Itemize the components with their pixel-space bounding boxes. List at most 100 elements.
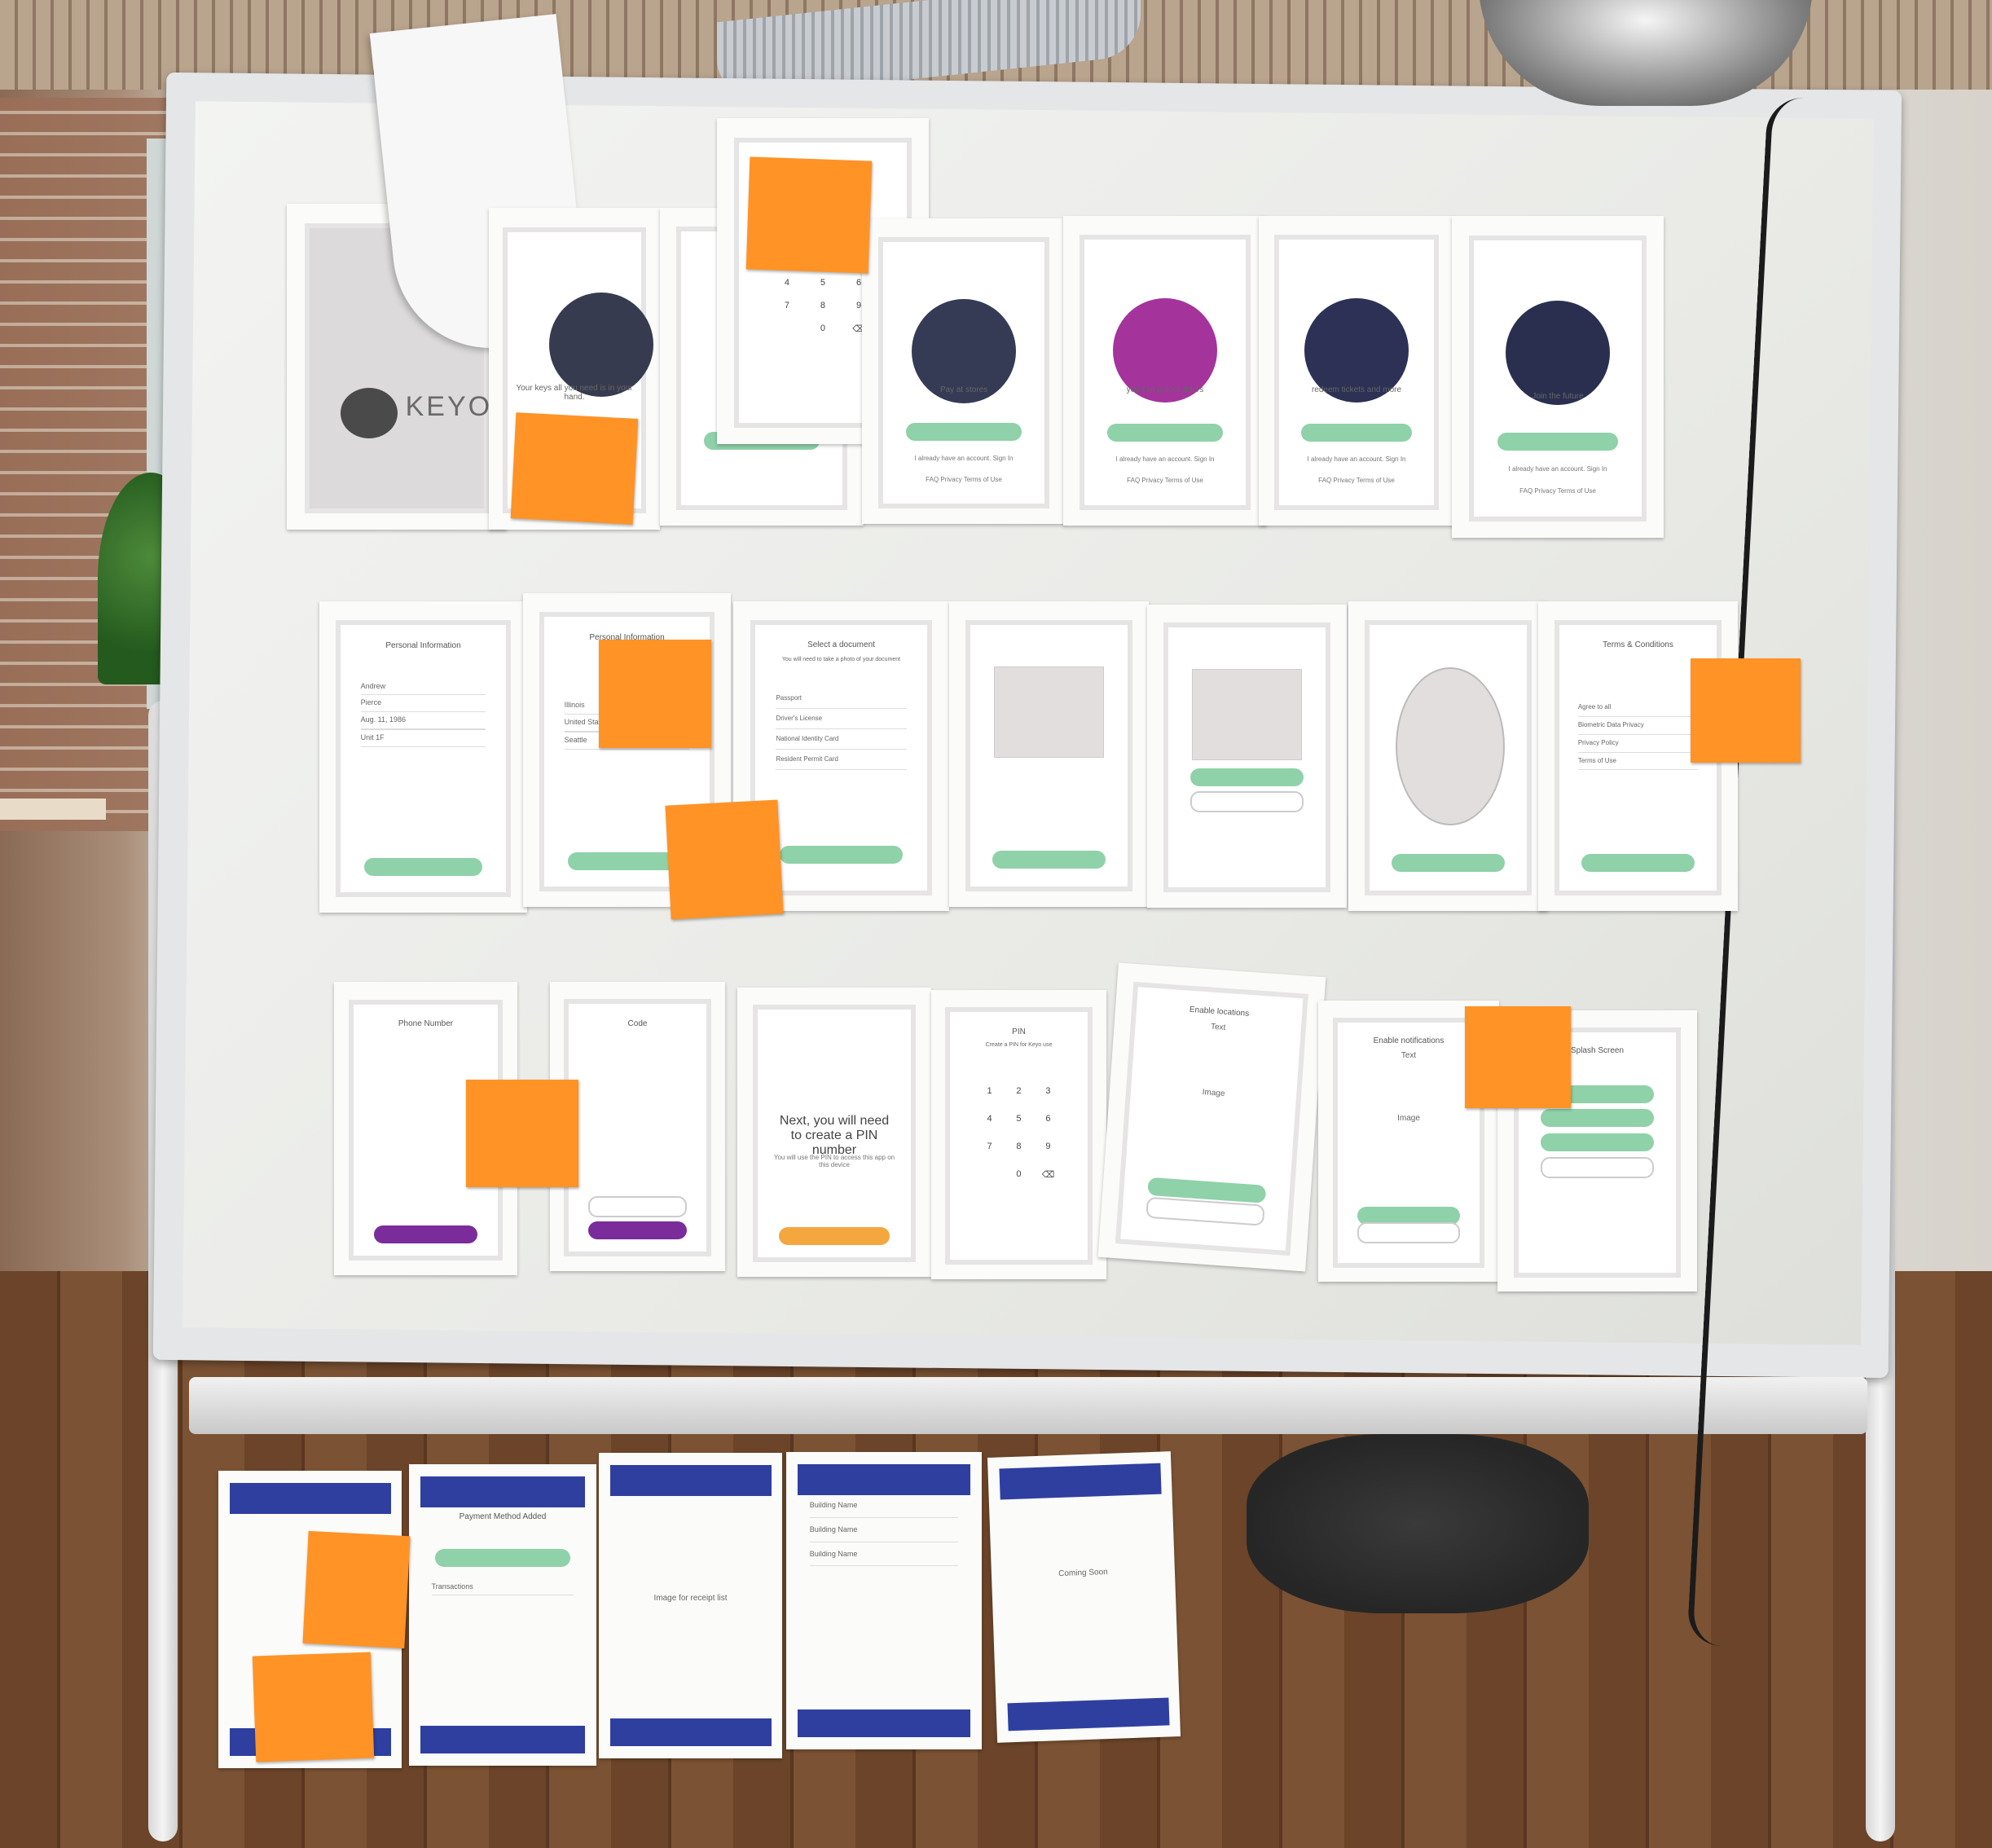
key-1[interactable]: 1 <box>987 1086 992 1097</box>
sign-up-button[interactable] <box>905 423 1022 442</box>
retake-button[interactable] <box>1189 791 1304 813</box>
accept-button[interactable] <box>1581 854 1695 873</box>
document-options[interactable]: Passport Driver's License National Ident… <box>776 689 907 771</box>
enable-button[interactable] <box>1357 1206 1460 1225</box>
terms-items[interactable]: Agree to all Biometric Data Privacy Priv… <box>1577 699 1699 771</box>
app-tab-bar[interactable] <box>1006 1697 1170 1731</box>
key-8[interactable]: 8 <box>1016 1142 1022 1152</box>
key-0[interactable]: 0 <box>1016 1169 1022 1180</box>
desk <box>0 799 106 820</box>
footer-links[interactable]: FAQ Privacy Terms of Use <box>1519 487 1596 495</box>
select-document-title: Select a document <box>807 640 875 650</box>
building-item[interactable]: Building Name <box>809 1542 959 1567</box>
terms-of-use-link[interactable]: Terms of Use <box>1577 753 1699 771</box>
pin-keypad[interactable]: 1 2 3 4 5 6 7 8 9 0 ⌫ <box>975 1086 1063 1180</box>
document-photo-preview <box>1191 669 1303 761</box>
personal-info-fields[interactable]: Andrew Pierce Aug. 11, 1986 Unit 1F <box>360 679 486 747</box>
walkthrough-caption: Join the future <box>1532 392 1584 402</box>
city-field[interactable]: Seattle <box>564 733 690 750</box>
payment-added-title: Payment Method Added <box>459 1512 547 1522</box>
sign-up-button[interactable] <box>1497 432 1619 451</box>
key-7[interactable]: 7 <box>987 1142 992 1152</box>
app-tab-bar[interactable] <box>798 1709 970 1738</box>
footer-links[interactable]: FAQ Privacy Terms of Use <box>1318 476 1395 484</box>
office-chair <box>1247 1434 1589 1613</box>
building-item[interactable]: Building Name <box>809 1494 959 1518</box>
transactions-section: Transactions <box>431 1579 574 1596</box>
app-header <box>798 1463 970 1495</box>
sign-in-link[interactable]: I already have an account. Sign In <box>1307 455 1406 463</box>
sticky-note <box>466 1080 578 1187</box>
verify-button[interactable] <box>587 1221 688 1240</box>
sign-up-button[interactable] <box>1300 423 1413 442</box>
last-name-field[interactable]: Pierce <box>360 695 486 713</box>
key-4[interactable]: 4 <box>987 1114 992 1124</box>
first-name-field[interactable]: Andrew <box>360 679 486 696</box>
key-2[interactable]: 2 <box>1016 1086 1022 1097</box>
splash-option-3[interactable] <box>1540 1133 1655 1151</box>
next-button[interactable] <box>363 858 483 877</box>
sign-in-link[interactable]: I already have an account. Sign In <box>1508 464 1607 473</box>
transactions-label: Transactions <box>431 1579 574 1596</box>
footer-links[interactable]: FAQ Privacy Terms of Use <box>926 475 1002 483</box>
app-tab-bar[interactable] <box>609 1718 772 1746</box>
agree-all-checkbox[interactable]: Agree to all <box>1577 699 1699 717</box>
key-9[interactable]: 9 <box>855 300 862 310</box>
enable-locations-text: Text <box>1210 1022 1226 1032</box>
key-5[interactable]: 5 <box>1016 1114 1022 1124</box>
national-id-option[interactable]: National Identity Card <box>776 729 907 750</box>
sticky-note <box>1691 658 1801 763</box>
sticky-note <box>745 156 873 274</box>
screen-create-pin-intro: Next, you will need to create a PIN numb… <box>737 988 931 1277</box>
continue-button[interactable] <box>1189 768 1304 786</box>
backspace-icon[interactable]: ⌫ <box>1041 1170 1055 1181</box>
splash-option-4[interactable] <box>1540 1157 1655 1179</box>
splash-title: Splash Screen <box>1570 1046 1625 1056</box>
key-9[interactable]: 9 <box>1045 1142 1051 1152</box>
screen-enable-locations: Enable locations Text Image <box>1097 962 1326 1272</box>
send-code-button[interactable] <box>373 1225 478 1243</box>
next-button[interactable] <box>567 851 687 870</box>
biometric-privacy-link[interactable]: Biometric Data Privacy <box>1577 717 1699 735</box>
tickets-illustration <box>1304 297 1409 403</box>
sign-in-link[interactable]: I already have an account. Sign In <box>914 454 1014 462</box>
key-7[interactable]: 7 <box>784 300 790 310</box>
sign-in-link[interactable]: I already have an account. Sign In <box>1115 455 1215 463</box>
door-illustration <box>1113 297 1217 403</box>
sticky-note <box>665 799 784 920</box>
key-6[interactable]: 6 <box>855 277 862 288</box>
passport-option[interactable]: Passport <box>776 689 907 710</box>
backspace-icon[interactable]: ⌫ <box>852 323 865 334</box>
address-field[interactable] <box>360 728 486 730</box>
birthdate-field[interactable]: Aug. 11, 1986 <box>360 712 486 729</box>
key-5[interactable]: 5 <box>820 277 826 288</box>
screen-face-capture <box>1348 601 1548 911</box>
sign-up-button[interactable] <box>1106 423 1224 442</box>
resend-code-button[interactable] <box>587 1195 688 1217</box>
walkthrough-caption: Pay at stores <box>939 385 988 395</box>
drivers-license-option[interactable]: Driver's License <box>776 709 907 730</box>
building-item[interactable]: Building Name <box>809 1518 959 1542</box>
resident-permit-option[interactable]: Resident Permit Card <box>776 750 907 771</box>
add-payment-button[interactable] <box>435 1548 570 1567</box>
receipt-list-placeholder: Image for receipt list <box>653 1593 728 1603</box>
key-4[interactable]: 4 <box>784 277 790 288</box>
document-photo-placeholder <box>993 666 1105 758</box>
capture-face-button[interactable] <box>1391 854 1506 873</box>
capture-button[interactable] <box>992 850 1106 869</box>
privacy-policy-link[interactable]: Privacy Policy <box>1577 735 1699 753</box>
key-3[interactable]: 3 <box>1045 1086 1051 1097</box>
unit-field[interactable]: Unit 1F <box>360 730 486 747</box>
key-6[interactable]: 6 <box>1045 1114 1051 1124</box>
building-list[interactable]: Building Name Building Name Building Nam… <box>809 1494 959 1567</box>
do-not-enable-button[interactable] <box>1357 1222 1460 1244</box>
sticky-note <box>302 1530 411 1649</box>
key-8[interactable]: 8 <box>820 300 826 310</box>
splash-option-2[interactable] <box>1540 1109 1655 1128</box>
app-tab-bar[interactable] <box>420 1726 586 1754</box>
app-header <box>229 1482 391 1514</box>
next-button[interactable] <box>779 846 904 865</box>
continue-button[interactable] <box>779 1227 890 1246</box>
key-0[interactable]: 0 <box>820 323 826 333</box>
footer-links[interactable]: FAQ Privacy Terms of Use <box>1127 476 1203 484</box>
